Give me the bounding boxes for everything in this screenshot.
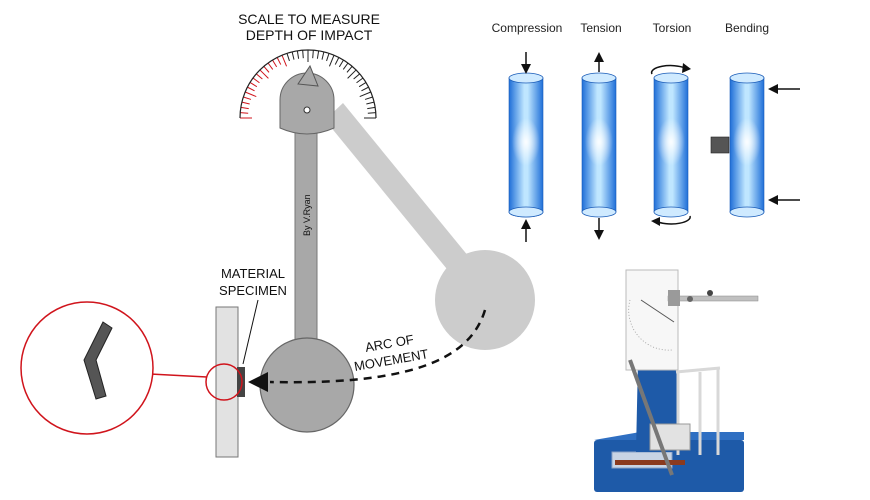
arc-of-movement-path <box>269 309 487 384</box>
scale-label-line1: SCALE TO MEASURE <box>238 11 380 27</box>
scale-tick <box>267 62 274 70</box>
scale-tick <box>312 50 314 59</box>
scale-tick <box>252 77 260 84</box>
scale-label-line2: DEPTH OF IMPACT <box>246 27 373 43</box>
scale-tick <box>240 112 249 114</box>
stress-label-tension: Tension <box>580 21 621 35</box>
scale-tick <box>276 57 282 65</box>
anvil <box>215 306 245 458</box>
scale-tick <box>358 82 367 88</box>
scale-tick <box>243 96 252 100</box>
impact-testing-machine <box>594 269 759 492</box>
specimen-label-line1: MATERIAL <box>221 266 285 281</box>
material-specimen <box>237 367 245 397</box>
scale-tick <box>326 53 330 62</box>
scale-tick <box>361 86 369 92</box>
scale-tick <box>353 73 361 80</box>
scale-tick <box>241 101 250 105</box>
scale-tick <box>296 50 300 59</box>
scale-tick <box>249 82 258 88</box>
scale-tick <box>259 69 269 79</box>
scale-tick <box>359 91 372 98</box>
impact-scale <box>239 49 377 119</box>
stress-label-compression: Compression <box>492 21 563 35</box>
scale-tick <box>244 91 257 98</box>
scale-ticks <box>240 50 376 119</box>
scale-tick <box>291 51 295 60</box>
scale-tick <box>367 106 376 110</box>
bent-specimen <box>83 321 113 400</box>
scale-tick <box>364 96 373 100</box>
scale-tick <box>240 106 249 110</box>
stress-types-panel: Compression Tension Torsion <box>492 21 800 242</box>
bending-diagram: Bending <box>710 21 800 218</box>
scale-tick <box>366 101 375 105</box>
arc-arrowhead <box>248 372 268 392</box>
scale-tick <box>281 54 288 67</box>
compression-diagram: Compression <box>492 21 563 242</box>
pendulum-start-position <box>325 103 535 350</box>
zoom-connector-line <box>149 373 208 378</box>
scale-tick <box>255 73 263 80</box>
scale-tick <box>272 59 278 68</box>
scale-tick <box>321 51 325 60</box>
scale-tick <box>367 112 376 114</box>
scale-tick <box>286 53 290 62</box>
credit-text: By V.Ryan <box>302 194 312 236</box>
scale-tick <box>334 57 340 65</box>
scale-tick <box>347 69 357 79</box>
zoom-source-circle <box>205 363 243 401</box>
scale-tick <box>316 50 320 59</box>
scale-tick <box>346 65 353 73</box>
specimen-leader-line <box>242 299 259 365</box>
scale-tick <box>263 65 270 73</box>
scale-tick <box>302 50 304 59</box>
scale-tick <box>247 86 255 92</box>
tension-diagram: Tension <box>580 21 622 240</box>
specimen-label-line2: SPECIMEN <box>219 283 287 298</box>
scale-tick <box>328 54 335 67</box>
scale-tick <box>338 59 344 68</box>
scale-pointer <box>297 64 319 87</box>
pivot-point <box>303 106 311 114</box>
scale-tick <box>356 77 364 84</box>
scale-tick <box>342 62 349 70</box>
stress-label-bending: Bending <box>725 21 769 35</box>
stress-label-torsion: Torsion <box>653 21 692 35</box>
torsion-diagram: Torsion <box>650 21 692 226</box>
